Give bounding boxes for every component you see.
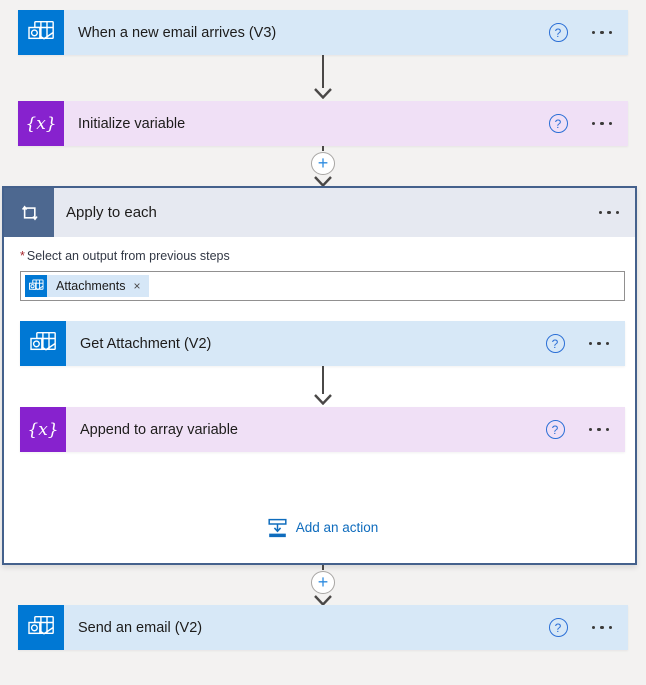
insert-step-button[interactable]: + bbox=[311, 570, 335, 594]
arrowhead-down-icon bbox=[314, 175, 332, 186]
scope-title: Apply to each bbox=[66, 204, 157, 221]
outlook-icon bbox=[18, 10, 64, 55]
connector-arrow bbox=[20, 366, 625, 407]
help-icon[interactable]: ? bbox=[545, 420, 565, 439]
connector-arrow bbox=[0, 55, 646, 101]
variable-icon: {x} bbox=[18, 101, 64, 146]
more-options-icon[interactable] bbox=[588, 424, 609, 436]
more-options-icon[interactable] bbox=[591, 118, 612, 130]
output-selection-input[interactable]: Attachments × bbox=[20, 271, 625, 301]
help-icon[interactable]: ? bbox=[548, 114, 568, 133]
field-label-text: Select an output from previous steps bbox=[26, 249, 230, 263]
card-initialize-variable[interactable]: {x} Initialize variable ? bbox=[18, 101, 628, 146]
add-action-button[interactable]: Add an action bbox=[20, 516, 625, 539]
help-icon[interactable]: ? bbox=[548, 618, 568, 637]
card-send-an-email[interactable]: Send an email (V2) ? bbox=[18, 605, 628, 650]
connector-insert: + bbox=[0, 146, 646, 186]
more-options-icon[interactable] bbox=[591, 27, 612, 39]
loop-icon bbox=[4, 188, 54, 237]
attachments-token[interactable]: Attachments × bbox=[25, 275, 149, 297]
remove-token-icon[interactable]: × bbox=[133, 279, 141, 293]
card-title: Get Attachment (V2) bbox=[80, 335, 212, 352]
variable-glyph: {x} bbox=[27, 419, 59, 440]
apply-to-each-header[interactable]: Apply to each bbox=[4, 188, 635, 237]
more-options-icon[interactable] bbox=[598, 207, 619, 219]
outlook-icon bbox=[18, 605, 64, 650]
outlook-icon bbox=[20, 321, 66, 366]
card-title: Send an email (V2) bbox=[78, 619, 203, 636]
variable-glyph: {x} bbox=[25, 113, 57, 134]
insert-step-button[interactable]: + bbox=[311, 151, 335, 175]
connector-line bbox=[322, 565, 324, 570]
card-title: Append to array variable bbox=[80, 421, 238, 438]
connector-line bbox=[321, 366, 324, 394]
required-marker: * bbox=[20, 249, 25, 263]
connector-line bbox=[322, 55, 324, 88]
variable-icon: {x} bbox=[20, 407, 66, 452]
connector-line bbox=[322, 146, 324, 151]
connector-insert: + bbox=[0, 565, 646, 605]
add-action-label: Add an action bbox=[295, 520, 379, 535]
arrowhead-down-icon bbox=[313, 394, 332, 405]
more-options-icon[interactable] bbox=[591, 622, 612, 634]
token-label: Attachments bbox=[56, 279, 126, 293]
card-when-a-new-email-arrives[interactable]: When a new email arrives (V3) ? bbox=[18, 10, 628, 55]
card-title: When a new email arrives (V3) bbox=[78, 24, 277, 41]
more-options-icon[interactable] bbox=[588, 338, 609, 350]
card-append-to-array-variable[interactable]: {x} Append to array variable ? bbox=[20, 407, 625, 452]
apply-to-each-scope: Apply to each *Select an output from pre… bbox=[2, 186, 637, 565]
outlook-icon bbox=[25, 275, 47, 297]
help-icon[interactable]: ? bbox=[545, 334, 565, 353]
help-icon[interactable]: ? bbox=[548, 23, 568, 42]
arrowhead-down-icon bbox=[314, 88, 332, 99]
insert-action-icon bbox=[268, 518, 287, 538]
field-label: *Select an output from previous steps bbox=[20, 249, 625, 266]
card-title: Initialize variable bbox=[78, 115, 186, 132]
arrowhead-down-icon bbox=[314, 594, 332, 605]
card-get-attachment[interactable]: Get Attachment (V2) ? bbox=[20, 321, 625, 366]
